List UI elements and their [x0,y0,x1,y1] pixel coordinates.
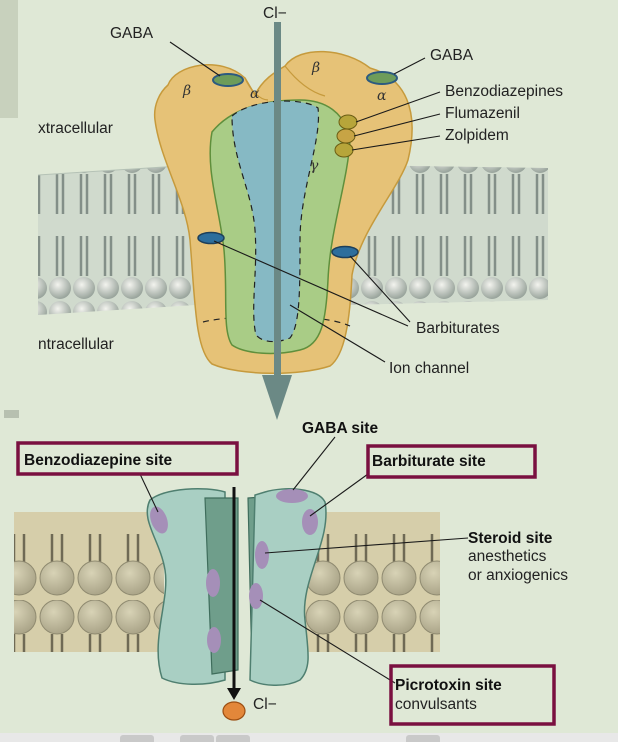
gaba-binding-site-right [366,71,398,85]
gaba-label-left: GABA [110,25,154,42]
subunit-beta-right: β [311,60,320,76]
barbiturate-site-box [366,444,537,479]
gaba-label-right: GABA [430,47,474,64]
membrane-bilayer-right [345,165,548,305]
chloride-ion-icon [222,701,246,721]
subunit-gamma: γ [310,158,319,174]
benzodiazepine-site-label: Benzodiazepine site [24,452,173,469]
barbiturate-site-label: Barbiturate site [372,453,486,470]
divider-mark [4,410,19,418]
picrotoxin-site-label: Picrotoxin site [395,677,502,694]
bottom-receptor-diagram: Cl− GABA site Benzodiazepine site Barbit… [14,420,568,726]
subunit-alpha-left: α [250,86,260,102]
ion-channel-label: Ion channel [389,360,469,377]
benzodiazepine-site-box [16,441,239,476]
steroid-desc-2: or anxiogenics [468,567,568,584]
subunit-beta-left: β [182,83,191,99]
barbiturate-site-right [331,245,359,259]
binding-pockets [150,489,318,653]
bottom-membrane-left [14,512,164,652]
toolbar-tick [180,735,214,742]
bottom-toolbar-strip [0,733,618,742]
toolbar-tick [120,735,154,742]
chloride-flow-arrow [262,22,292,420]
chloride-ion-label-top: Cl− [263,5,287,22]
picrotoxin-desc: convulsants [395,696,477,713]
top-receptor-diagram: Cl− GABA GABA β α β α γ Benzodiazepines … [0,0,563,420]
side-tab [0,0,18,118]
steroid-desc-1: anesthetics [468,548,547,565]
toolbar-tick [216,735,250,742]
barbiturate-site-left [197,231,225,245]
picrotoxin-site-box [389,664,556,726]
toolbar-tick [406,735,440,742]
benzodiazepines-label: Benzodiazepines [445,83,563,100]
gaba-binding-site-left [212,73,244,87]
steroid-site-label: Steroid site [468,530,553,547]
chloride-ion-label-bottom: Cl− [253,696,277,713]
extracellular-label: xtracellular [38,120,113,137]
membrane-bilayer-left [37,164,196,315]
flumazenil-label: Flumazenil [445,105,520,122]
zolpidem-label: Zolpidem [445,127,509,144]
subunit-alpha-right: α [377,88,387,104]
gaba-site-label: GABA site [302,420,378,437]
barbiturates-label: Barbiturates [416,320,500,337]
bottom-receptor-channel [146,487,327,686]
intracellular-label: ntracellular [38,336,114,353]
